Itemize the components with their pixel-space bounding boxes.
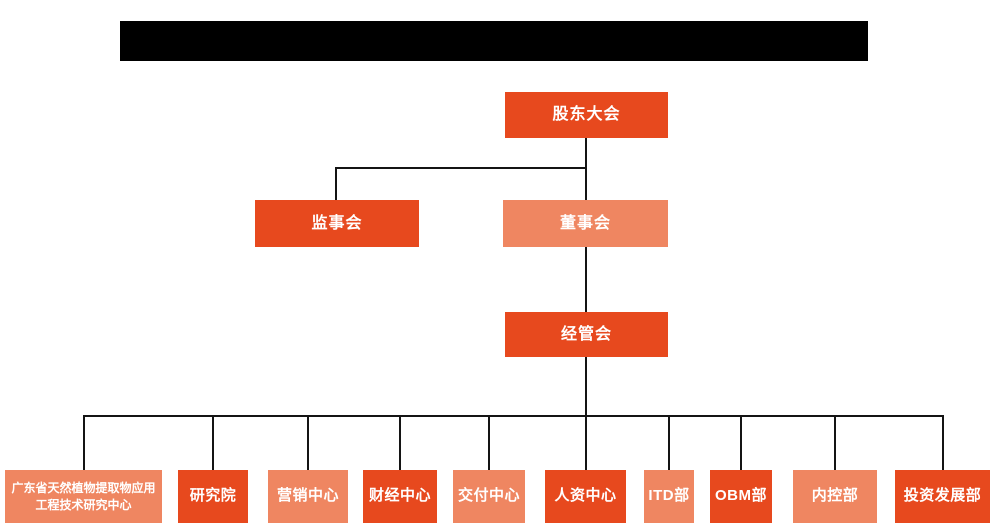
dept-node-investment-development: 投资发展部 [895, 470, 990, 523]
dept-node-hr-center: 人资中心 [545, 470, 626, 523]
org-node-supervisory-board: 监事会 [255, 200, 419, 247]
dept-node-obm: OBM部 [710, 470, 772, 523]
redacted-title-bar [120, 21, 868, 61]
org-node-shareholders-meeting: 股东大会 [505, 92, 668, 138]
dept-node-delivery-center: 交付中心 [453, 470, 525, 523]
dept-node-marketing-center: 营销中心 [268, 470, 348, 523]
org-node-management-committee: 经管会 [505, 312, 668, 357]
dept-node-finance-center: 财经中心 [363, 470, 437, 523]
dept-node-internal-control: 内控部 [793, 470, 877, 523]
dept-node-itd: ITD部 [644, 470, 694, 523]
org-node-board-of-directors: 董事会 [503, 200, 668, 247]
dept-node-research-center: 广东省天然植物提取物应用工程技术研究中心 [5, 470, 162, 523]
dept-node-research-institute: 研究院 [178, 470, 248, 523]
